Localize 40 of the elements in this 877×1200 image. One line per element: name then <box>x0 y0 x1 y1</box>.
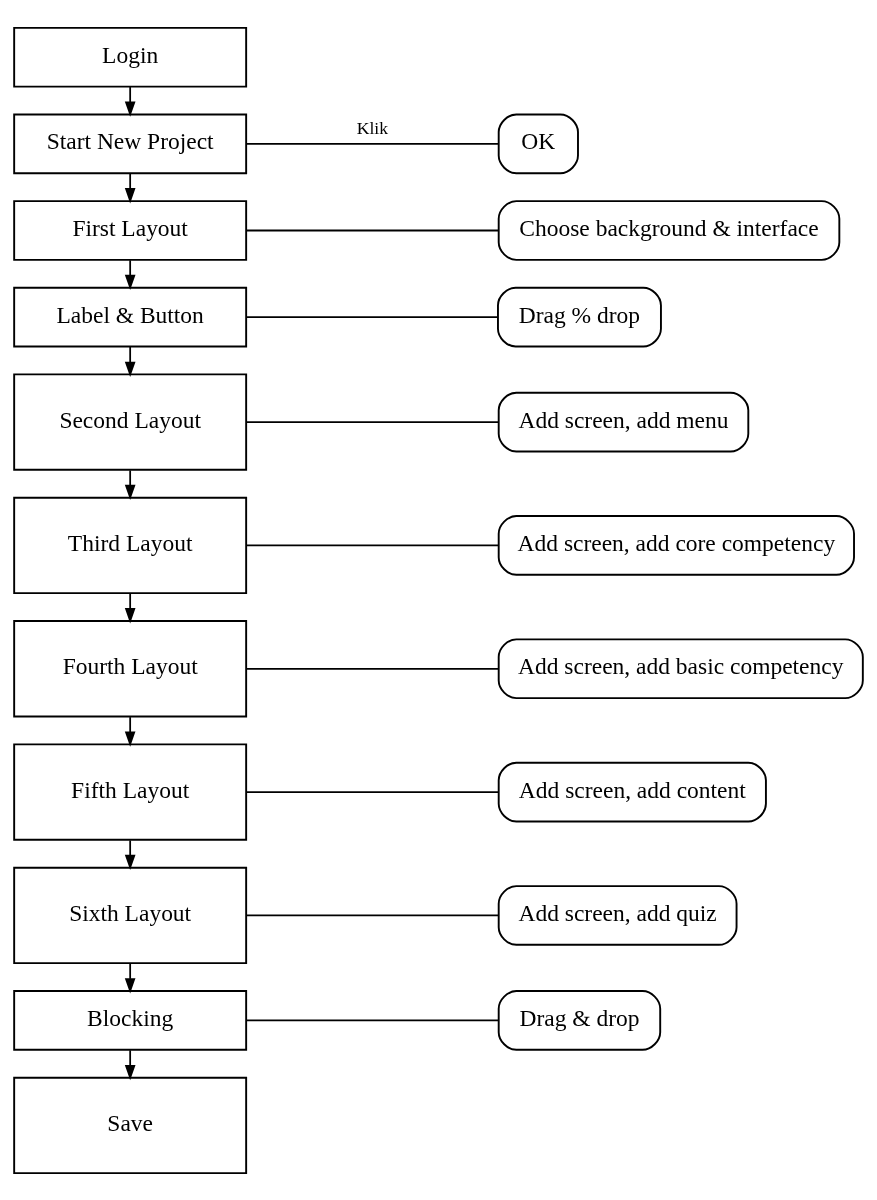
arrow <box>124 345 136 377</box>
arrow <box>124 1048 136 1080</box>
arrow <box>124 592 136 623</box>
node-box: Start New Project <box>13 113 248 174</box>
node-box: OK <box>497 113 579 174</box>
arrow <box>124 839 136 870</box>
arrow <box>124 258 136 290</box>
node-box: First Layout <box>13 199 248 261</box>
node-box: Third Layout <box>13 496 248 594</box>
arrow <box>124 715 136 747</box>
node-box: Drag & drop <box>497 989 662 1051</box>
node-box: Add screen, add quiz <box>497 884 738 946</box>
node-box: Second Layout <box>13 372 248 471</box>
node-box: Fourth Layout <box>13 619 248 717</box>
connector <box>245 420 500 423</box>
arrow <box>124 962 136 993</box>
connector <box>245 229 500 231</box>
node-box: Add screen, add core competency <box>497 514 855 576</box>
arrow <box>124 172 136 203</box>
connector <box>245 790 500 793</box>
node-box: Sixth Layout <box>13 866 248 964</box>
node-box: Choose background & interface <box>497 199 841 261</box>
node-box: Login <box>13 26 248 88</box>
node-box: Add screen, add basic competency <box>497 637 864 699</box>
node-box: Label & Button <box>13 286 248 347</box>
node-box: Blocking <box>13 989 248 1051</box>
node-box: Add screen, add content <box>497 761 767 822</box>
connector <box>245 667 500 670</box>
edge-label: Klik <box>356 117 389 138</box>
connector <box>245 1019 500 1021</box>
node-box: Add screen, add menu <box>497 391 750 452</box>
connector <box>245 544 500 546</box>
node-box: Drag % drop <box>497 286 662 347</box>
arrow <box>124 85 136 117</box>
connector <box>245 315 499 318</box>
node-box: Save <box>13 1076 248 1174</box>
connector <box>245 142 500 145</box>
connector <box>245 914 500 916</box>
node-box: Fifth Layout <box>13 742 248 841</box>
arrow <box>124 469 136 500</box>
